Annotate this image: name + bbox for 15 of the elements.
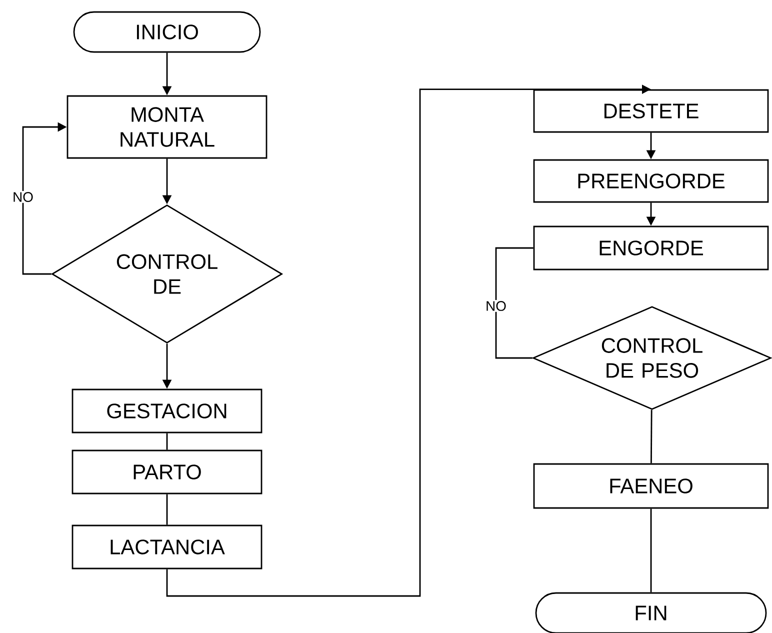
- connector-line: [650, 508, 652, 592]
- process-box: GESTACION: [72, 388, 262, 434]
- process-box: PREENGORDE: [533, 159, 769, 203]
- process-box: PARTO: [72, 450, 262, 494]
- edge-label: NO: [484, 300, 508, 312]
- connector-line: [650, 410, 652, 464]
- process-box: LACTANCIA: [72, 524, 262, 570]
- process-box: ENGORDE: [533, 226, 769, 270]
- process-box: MONTA NATURAL: [66, 95, 268, 159]
- edge-label: NO: [12, 191, 34, 203]
- connector-line: [495, 247, 534, 359]
- connector-line: [166, 433, 168, 450]
- connector-line: [166, 494, 168, 525]
- process-box: FAENEO: [533, 463, 769, 509]
- process-box: DESTETE: [533, 89, 769, 133]
